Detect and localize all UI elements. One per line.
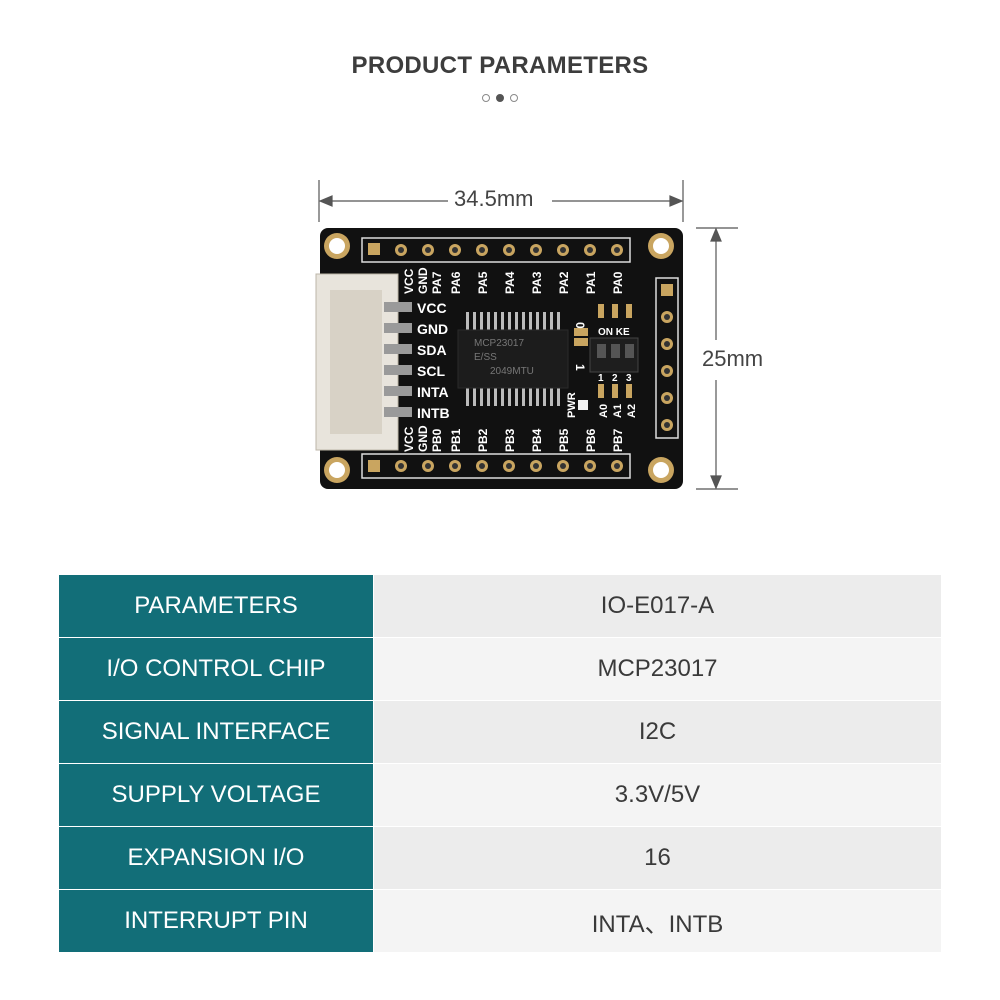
pager-dots — [0, 94, 1000, 102]
pager-dot[interactable] — [510, 94, 518, 102]
pin-label: PA2 — [557, 271, 571, 294]
table-row: EXPANSION I/O 16 — [59, 826, 941, 890]
parameter-value: MCP23017 — [373, 637, 941, 701]
pin-label: GND — [416, 425, 430, 452]
parameter-key: INTERRUPT PIN — [59, 889, 374, 953]
dip-switch — [589, 337, 639, 373]
connector-label: INTB — [417, 405, 450, 421]
parameter-key: PARAMETERS — [59, 575, 374, 638]
pin-label: PB1 — [449, 428, 463, 452]
switch-label: ON KE — [598, 327, 630, 338]
table-row: PARAMETERS IO-E017-A — [59, 575, 941, 638]
mounting-holes — [324, 233, 674, 483]
i2c-connector — [315, 273, 412, 451]
pin-label: PA0 — [611, 271, 625, 294]
parameter-key: EXPANSION I/O — [59, 826, 374, 890]
connector-label: SDA — [417, 342, 447, 358]
pager-dot-active[interactable] — [496, 94, 504, 102]
pin-label: PA3 — [530, 271, 544, 294]
chip-line-3: 2049MTU — [490, 366, 534, 377]
chip-line-1: MCP23017 — [474, 338, 524, 349]
connector-label: GND — [417, 321, 448, 337]
parameter-key: SUPPLY VOLTAGE — [59, 763, 374, 827]
width-dimension-label: 34.5mm — [454, 186, 534, 211]
switch-number: 2 — [612, 373, 618, 384]
board-figure: MCP23017 E/SS 2049MTU VCC GND SDA SCL IN… — [315, 180, 764, 490]
address-label: A2 — [626, 404, 638, 418]
height-dimension — [696, 227, 738, 490]
mcp23017-chip — [457, 312, 569, 406]
pin-label: PB0 — [430, 428, 444, 452]
board-drawing: MCP23017 E/SS 2049MTU VCC GND SDA SCL IN… — [315, 180, 738, 490]
pin-label: PA6 — [449, 271, 463, 294]
pin-label: PA1 — [584, 271, 598, 294]
connector-labels: VCC GND SDA SCL INTA INTB — [417, 300, 450, 421]
page-title: PRODUCT PARAMETERS — [351, 52, 649, 79]
parameter-value: IO-E017-A — [373, 575, 941, 638]
parameter-value: I2C — [373, 700, 941, 764]
height-dimension-label: 25mm — [702, 346, 764, 371]
pin-label: PB7 — [611, 428, 625, 452]
pin-label: VCC — [402, 426, 416, 452]
table-row: INTERRUPT PIN INTA、INTB — [59, 889, 941, 953]
bottom-pin-labels: VCC GND PB0 PB1 PB2 PB3 PB4 PB5 PB6 PB7 — [402, 425, 625, 452]
pin-label: PB6 — [584, 428, 598, 452]
parameter-value: 3.3V/5V — [373, 763, 941, 827]
width-dimension — [318, 180, 684, 222]
table-row: SUPPLY VOLTAGE 3.3V/5V — [59, 763, 941, 827]
connector-label: VCC — [417, 300, 447, 316]
pin-label: PA4 — [503, 271, 517, 294]
table-row: SIGNAL INTERFACE I2C — [59, 700, 941, 764]
pin-label: GND — [416, 267, 430, 294]
address-label: A1 — [612, 404, 624, 418]
address-label: A0 — [598, 404, 610, 418]
table-row: I/O CONTROL CHIP MCP23017 — [59, 637, 941, 701]
parameters-table: PARAMETERS IO-E017-A I/O CONTROL CHIP MC… — [59, 575, 941, 953]
pin-label: PA7 — [430, 271, 444, 294]
pin-label: PB4 — [530, 428, 544, 452]
pin-label: PB5 — [557, 428, 571, 452]
switch-state-label: 0 — [573, 322, 587, 329]
power-led — [578, 400, 588, 410]
pin-label: PB3 — [503, 428, 517, 452]
pin-label: VCC — [402, 268, 416, 294]
switch-state-label: 1 — [573, 364, 587, 371]
parameter-key: SIGNAL INTERFACE — [59, 700, 374, 764]
pwr-label: PWR — [566, 392, 578, 418]
connector-label: SCL — [417, 363, 445, 379]
switch-number: 1 — [598, 373, 604, 384]
pager-dot[interactable] — [482, 94, 490, 102]
pin-label: PA5 — [476, 271, 490, 294]
parameter-value: 16 — [373, 826, 941, 890]
parameter-key: I/O CONTROL CHIP — [59, 637, 374, 701]
switch-number: 3 — [626, 373, 632, 384]
pin-label: PB2 — [476, 428, 490, 452]
parameter-value: INTA、INTB — [373, 889, 941, 953]
connector-label: INTA — [417, 384, 449, 400]
chip-line-2: E/SS — [474, 352, 497, 363]
top-pin-labels: VCC GND PA7 PA6 PA5 PA4 PA3 PA2 PA1 PA0 — [402, 267, 625, 294]
